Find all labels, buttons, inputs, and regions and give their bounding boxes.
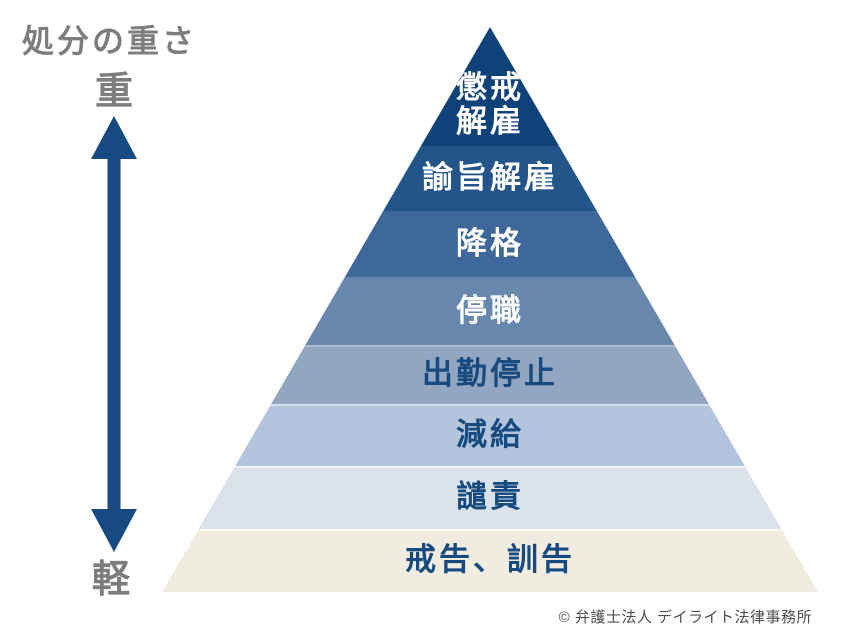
level-label: 諭旨解雇 bbox=[422, 160, 558, 196]
pyramid-level-pay-cut: 減給 bbox=[162, 404, 818, 466]
pyramid-level-warning-admonition: 戒告、訓告 bbox=[162, 529, 818, 592]
level-label: 降格 bbox=[456, 225, 524, 261]
copyright-notice: © 弁護士法人 デイライト法律事務所 bbox=[558, 609, 812, 626]
light-label: 軽 bbox=[91, 559, 130, 601]
pyramid-level-disciplinary-dismissal: 懲戒 解雇 bbox=[162, 27, 818, 146]
severity-arrow-icon bbox=[91, 116, 137, 552]
level-label: 減給 bbox=[456, 416, 524, 452]
pyramid-level-demotion: 降格 bbox=[162, 211, 818, 277]
diagram-title: 処分の重さ bbox=[22, 23, 198, 59]
pyramid: 懲戒 解雇 諭旨解雇 降格 停職 出勤停止 減給 譴責 戒告、訓告 bbox=[162, 27, 818, 592]
level-label-line: 解雇 bbox=[456, 103, 524, 139]
level-label: 戒告、訓告 bbox=[405, 542, 575, 578]
level-label: 譴責 bbox=[456, 479, 524, 515]
pyramid-level-reprimand: 譴責 bbox=[162, 466, 818, 529]
pyramid-level-work-attendance-suspension: 出勤停止 bbox=[162, 345, 818, 404]
level-label: 出勤停止 bbox=[422, 356, 558, 392]
double-headed-arrow-icon bbox=[91, 116, 137, 552]
level-label: 停職 bbox=[456, 292, 524, 328]
pyramid-level-recommended-resignation-dismissal: 諭旨解雇 bbox=[162, 146, 818, 211]
level-label-line: 懲戒 bbox=[456, 69, 524, 105]
pyramid-level-suspension: 停職 bbox=[162, 277, 818, 345]
heavy-label: 重 bbox=[94, 71, 133, 113]
